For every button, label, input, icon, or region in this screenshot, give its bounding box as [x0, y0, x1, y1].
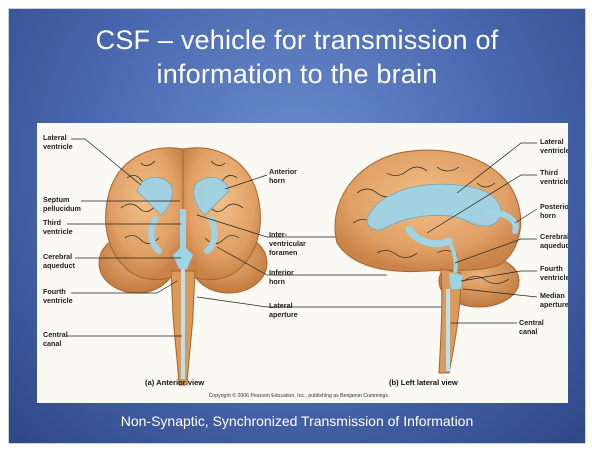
svg-text:aperture: aperture [269, 310, 298, 319]
svg-text:Fourth: Fourth [43, 287, 66, 296]
svg-text:horn: horn [269, 176, 285, 185]
title-line-1: CSF – vehicle for transmission of [9, 23, 585, 57]
caption-lateral-view: (b) Left lateral view [389, 378, 458, 387]
svg-text:horn: horn [269, 277, 285, 286]
svg-text:ventricle: ventricle [43, 142, 73, 151]
svg-text:Lateral: Lateral [540, 137, 564, 146]
svg-text:Cerebral: Cerebral [540, 232, 568, 241]
svg-text:Anterior: Anterior [269, 167, 297, 176]
svg-text:Fourth: Fourth [540, 264, 563, 273]
svg-text:horn: horn [540, 211, 556, 220]
svg-text:Lateral: Lateral [269, 301, 293, 310]
svg-text:ventricular: ventricular [269, 239, 306, 248]
svg-text:Posterior: Posterior [540, 202, 568, 211]
svg-text:pellucidum: pellucidum [43, 204, 81, 213]
label-lateral-aperture-a: Lateral aperture [197, 297, 457, 319]
svg-text:Central: Central [519, 318, 544, 327]
svg-text:ventricle: ventricle [540, 273, 568, 282]
svg-text:Septum: Septum [43, 195, 69, 204]
svg-text:aperture: aperture [540, 300, 568, 309]
brain-ventricles-figure: Lateral ventricle Septum pellucidum Thir… [37, 123, 568, 403]
svg-text:canal: canal [519, 327, 537, 336]
label-posterior-horn-b: Posterior horn [515, 202, 568, 223]
copyright-notice: Copyright © 2006 Pearson Education, Inc.… [209, 392, 390, 399]
slide-subtitle: Non-Synaptic, Synchronized Transmission … [9, 413, 585, 429]
caption-anterior-view: (a) Anterior view [145, 378, 204, 387]
svg-text:Inter-: Inter- [269, 230, 288, 239]
svg-text:canal: canal [43, 339, 61, 348]
label-central-canal-a: Central canal [43, 330, 182, 348]
lateral-view-brain [335, 150, 521, 373]
svg-text:ventricle: ventricle [43, 227, 73, 236]
slide-title: CSF – vehicle for transmission of inform… [9, 23, 585, 91]
svg-text:Lateral: Lateral [43, 133, 67, 142]
slide: CSF – vehicle for transmission of inform… [8, 8, 586, 444]
svg-text:ventricle: ventricle [540, 177, 568, 186]
svg-text:Inferior: Inferior [269, 268, 294, 277]
svg-text:Third: Third [43, 218, 61, 227]
svg-text:Median: Median [540, 291, 565, 300]
svg-text:ventricle: ventricle [540, 146, 568, 155]
svg-text:Cerebral: Cerebral [43, 252, 72, 261]
svg-text:aqueduct: aqueduct [540, 241, 568, 250]
svg-text:Central: Central [43, 330, 68, 339]
svg-text:aqueduct: aqueduct [43, 261, 76, 270]
label-central-canal-b: Central canal [451, 318, 544, 336]
svg-text:ventricle: ventricle [43, 296, 73, 305]
title-line-2: information to the brain [9, 57, 585, 91]
svg-text:Third: Third [540, 168, 558, 177]
svg-text:foramen: foramen [269, 248, 297, 257]
